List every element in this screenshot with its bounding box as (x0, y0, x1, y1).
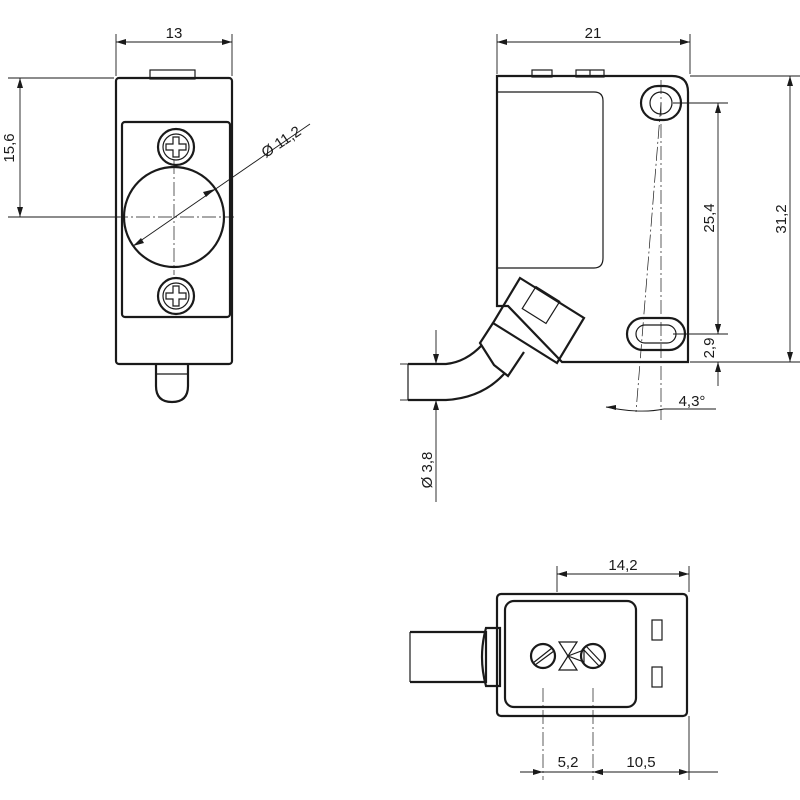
potentiometer-right-icon (579, 642, 607, 670)
dim-hole-offset: 2,9 (701, 338, 718, 359)
front-connector-stub (154, 364, 190, 404)
front-panel (120, 120, 232, 319)
dim-front-height: 15,6 (1, 133, 18, 162)
dim-overall-height: 31,2 (773, 204, 790, 233)
dim-front-width: 13 (166, 25, 183, 42)
back-slot-top (651, 619, 663, 641)
front-screw-top-icon (156, 127, 196, 167)
back-panel (503, 599, 638, 709)
front-top-tab (149, 69, 196, 80)
front-screw-bottom-icon (156, 276, 196, 316)
dim-side-width: 21 (585, 25, 602, 42)
back-view: 14,2 5,2 10,5 (409, 557, 718, 780)
side-view: 21 31,2 25,4 2,9 4,3° Ø 3,8 (400, 25, 800, 502)
front-view: 13 15,6 Ø 11,2 (1, 25, 311, 404)
back-cable (410, 630, 488, 684)
dim-pot-distance: 10,5 (626, 754, 655, 771)
side-window (497, 91, 604, 269)
back-housing-outline (495, 592, 689, 718)
side-top-tab-left (531, 69, 553, 78)
side-cable-connector (407, 276, 586, 402)
back-cable-gland (480, 626, 502, 688)
dim-cable-diameter: Ø 3,8 (419, 452, 436, 489)
back-slot-bottom (651, 666, 663, 688)
side-housing-outline (495, 74, 690, 364)
dim-lens-diameter: Ø 11,2 (259, 123, 305, 162)
dim-hole-spacing: 25,4 (701, 203, 718, 232)
potentiometer-left-icon (529, 642, 557, 670)
dim-pot-offset: 5,2 (558, 754, 579, 771)
indicator-led-icon (557, 641, 585, 671)
dim-beam-angle: 4,3° (679, 393, 706, 410)
dim-back-width: 14,2 (608, 557, 637, 574)
front-housing-outline (114, 76, 234, 366)
